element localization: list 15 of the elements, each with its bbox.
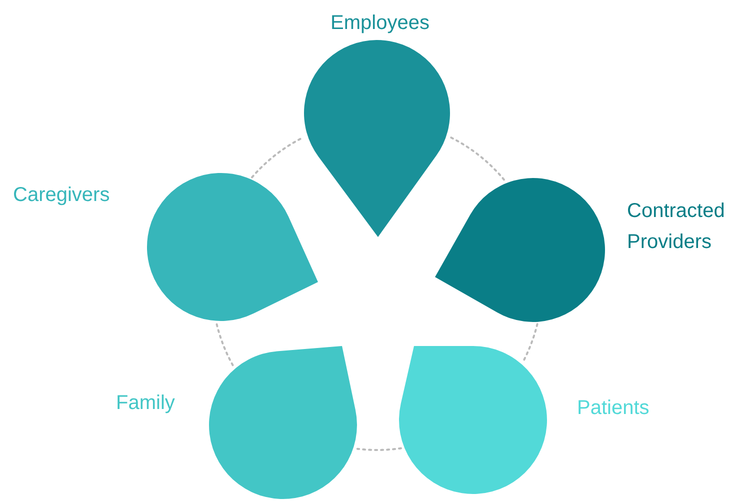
teardrop-shape: [147, 173, 318, 321]
stakeholder-label: Contracted Providers: [627, 199, 726, 255]
dotted-connector: [251, 136, 304, 178]
dotted-connector: [450, 136, 506, 182]
teardrop-shape: [435, 178, 605, 322]
teardrop-shape: [399, 346, 547, 494]
dotted-connector: [215, 322, 234, 366]
stakeholder-label: Caregivers: [13, 183, 111, 208]
teardrop-shape: [304, 40, 450, 237]
teardrop-shape: [209, 346, 357, 499]
stakeholder-label: Family: [116, 391, 176, 416]
stakeholder-label: Employees: [330, 11, 430, 36]
dotted-connector: [356, 447, 402, 451]
stakeholder-label: Patients: [577, 396, 650, 421]
dotted-connector: [522, 323, 538, 362]
